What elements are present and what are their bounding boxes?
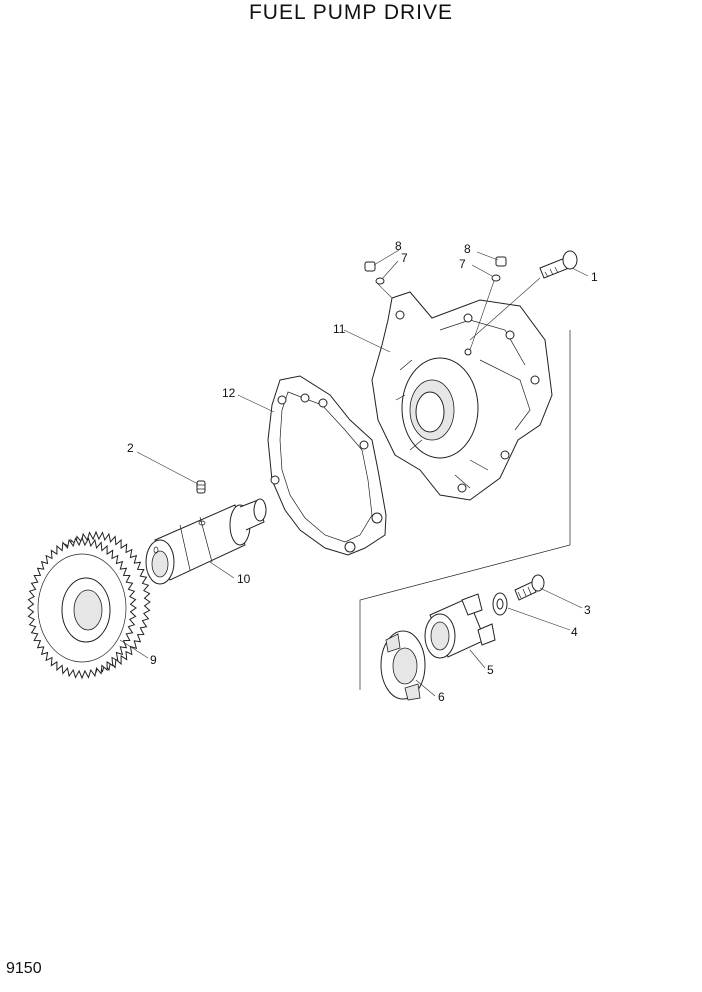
callout-5: 5 — [487, 663, 494, 677]
callout-9: 9 — [150, 653, 157, 667]
callout-12: 12 — [222, 386, 236, 400]
gasket-part[interactable] — [267, 375, 387, 556]
page-number: 9150 — [6, 960, 42, 977]
callout-7-left: 7 — [401, 251, 408, 265]
reference-line — [359, 330, 571, 690]
o-ring-left-part[interactable] — [375, 277, 385, 285]
callout-6: 6 — [438, 690, 445, 704]
coupling-disc-part[interactable] — [380, 630, 426, 701]
bolt-lower-part[interactable] — [514, 574, 545, 601]
callout-8-left: 8 — [395, 239, 402, 253]
page-title: FUEL PUMP DRIVE — [248, 1, 454, 24]
washer-part[interactable] — [492, 592, 508, 616]
coupling-part[interactable] — [424, 593, 496, 659]
plug-right-part[interactable] — [495, 256, 507, 267]
callouts: 1 2 3 4 5 6 7 7 8 8 9 10 11 12 — [127, 239, 598, 704]
callout-10: 10 — [237, 572, 251, 586]
drive-shaft-part[interactable] — [145, 498, 267, 585]
callout-1: 1 — [591, 270, 598, 284]
leader-lines — [119, 249, 589, 697]
callout-4: 4 — [571, 625, 578, 639]
set-screw-part[interactable] — [196, 480, 206, 494]
callout-7-right: 7 — [459, 257, 466, 271]
bolt-upper-part[interactable] — [539, 250, 578, 279]
housing-part[interactable] — [371, 291, 553, 501]
callout-3: 3 — [584, 603, 591, 617]
plug-left-part[interactable] — [364, 261, 376, 272]
callout-8-right: 8 — [464, 242, 471, 256]
gear-part[interactable] — [27, 530, 151, 680]
callout-11: 11 — [333, 322, 346, 336]
callout-2: 2 — [127, 441, 134, 455]
o-ring-right-part[interactable] — [491, 274, 501, 282]
